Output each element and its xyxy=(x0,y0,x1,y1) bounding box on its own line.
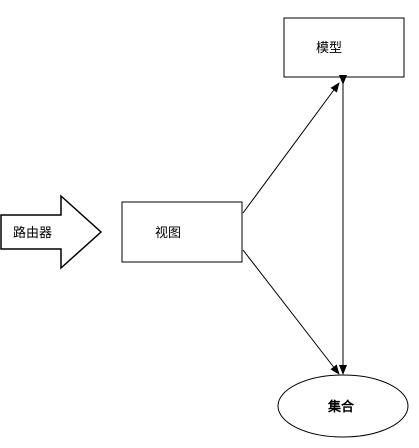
view-to-model-arrow xyxy=(242,82,340,214)
collection-label: 集合 xyxy=(327,399,355,415)
router-label: 路由器 xyxy=(13,225,52,241)
collection-node: 集合 xyxy=(277,374,409,438)
view-box xyxy=(121,201,243,263)
router-node: 路由器 xyxy=(0,194,103,270)
collection-ellipse xyxy=(277,374,409,438)
view-to-collection-arrow xyxy=(242,249,340,375)
model-node: 模型 xyxy=(283,17,405,78)
view-label: 视图 xyxy=(155,226,181,241)
view-node: 视图 xyxy=(121,201,243,263)
model-label: 模型 xyxy=(316,41,342,56)
model-box xyxy=(283,17,405,78)
router-arrow-shape xyxy=(0,194,103,270)
